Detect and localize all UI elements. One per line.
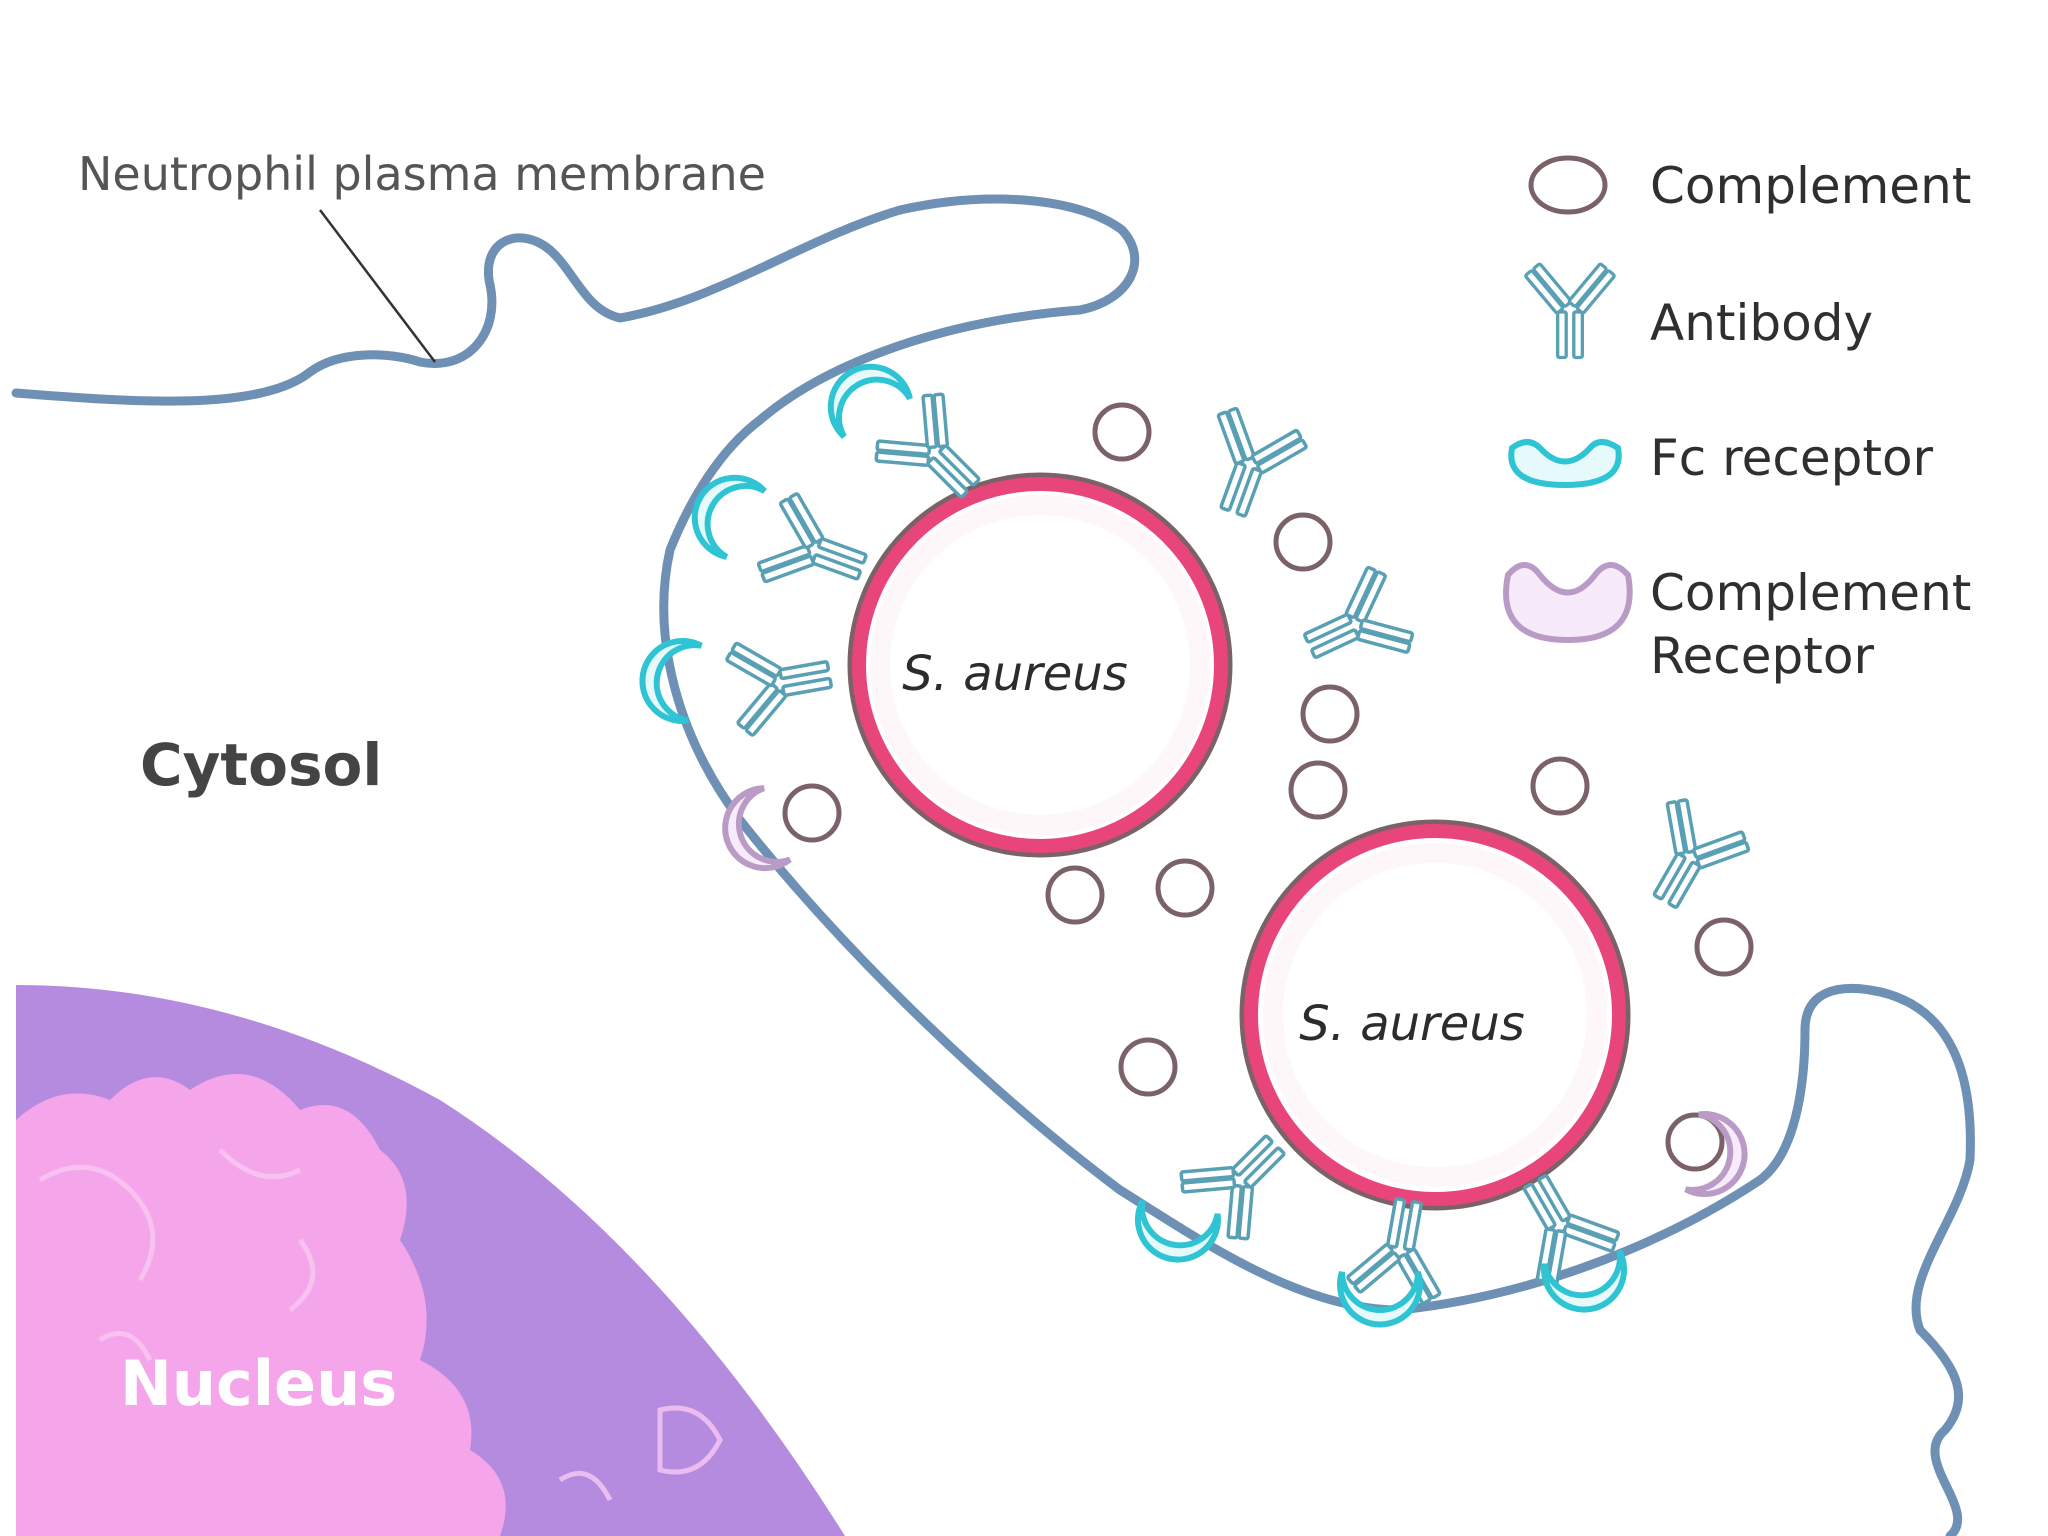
- nucleus-texture: [38, 1148, 723, 1502]
- membrane-pointer-line: [319, 209, 436, 363]
- plasma-membrane: [11, 194, 1975, 1536]
- complement-molecule: [1300, 684, 1360, 744]
- legend-item-fc-receptor: Fc receptor: [1508, 429, 1934, 489]
- antibody: [1186, 401, 1313, 530]
- nucleus-inner: [16, 1074, 506, 1536]
- complement-molecule: [1530, 756, 1590, 816]
- complement-molecule: [1045, 865, 1105, 925]
- fc-receptor: [816, 352, 912, 437]
- complement-molecule: [1288, 760, 1348, 820]
- antibodies: [721, 383, 1758, 1309]
- complement-legend-icon: [1528, 155, 1608, 215]
- legend-item-complement: Complement: [1528, 155, 1971, 215]
- antibody: [1622, 790, 1758, 927]
- legend-antibody-label: Antibody: [1650, 294, 1873, 352]
- complement-receptor-legend-icon: [1503, 562, 1633, 644]
- membrane-upper: [11, 194, 1975, 1536]
- legend-complement-receptor-label-1: Complement: [1650, 564, 1971, 622]
- antibody-legend-icon: [1523, 261, 1617, 360]
- bacterium-2-label: S. aureus: [1299, 996, 1525, 1052]
- antibody: [751, 487, 880, 614]
- legend-complement-receptor-label-2: Receptor: [1650, 627, 1874, 685]
- cytosol-label: Cytosol: [140, 731, 382, 799]
- antibody: [721, 626, 840, 740]
- fc-receptor: [680, 463, 765, 559]
- membrane-label: Neutrophil plasma membrane: [78, 147, 766, 201]
- complement-molecule: [1092, 402, 1152, 462]
- legend-fc-receptor-label: Fc receptor: [1650, 429, 1934, 487]
- complement-molecule: [1694, 917, 1754, 977]
- complement-molecule: [1665, 1112, 1725, 1172]
- antibody: [1287, 559, 1422, 691]
- bacterium-1-label: S. aureus: [902, 646, 1128, 702]
- legend-complement-label: Complement: [1650, 157, 1971, 215]
- bacterium-2: S. aureus: [1239, 819, 1631, 1211]
- legend: Complement Antibody Fc receptor Compleme…: [1503, 155, 1971, 685]
- legend-item-antibody: Antibody: [1523, 261, 1873, 360]
- complement-molecule: [1273, 512, 1333, 572]
- complement-molecules: [782, 402, 1754, 1172]
- nucleus: Nucleus: [16, 985, 845, 1536]
- nucleus-label: Nucleus: [120, 1347, 397, 1420]
- bacterium-1: S. aureus: [847, 472, 1233, 858]
- complement-molecule: [782, 783, 842, 843]
- fc-receptor: [1132, 1200, 1220, 1266]
- complement-molecule: [1155, 858, 1215, 918]
- legend-item-complement-receptor: Complement Receptor: [1503, 562, 1971, 685]
- fc-receptor-legend-icon: [1508, 439, 1622, 489]
- complement-molecule: [1118, 1037, 1178, 1097]
